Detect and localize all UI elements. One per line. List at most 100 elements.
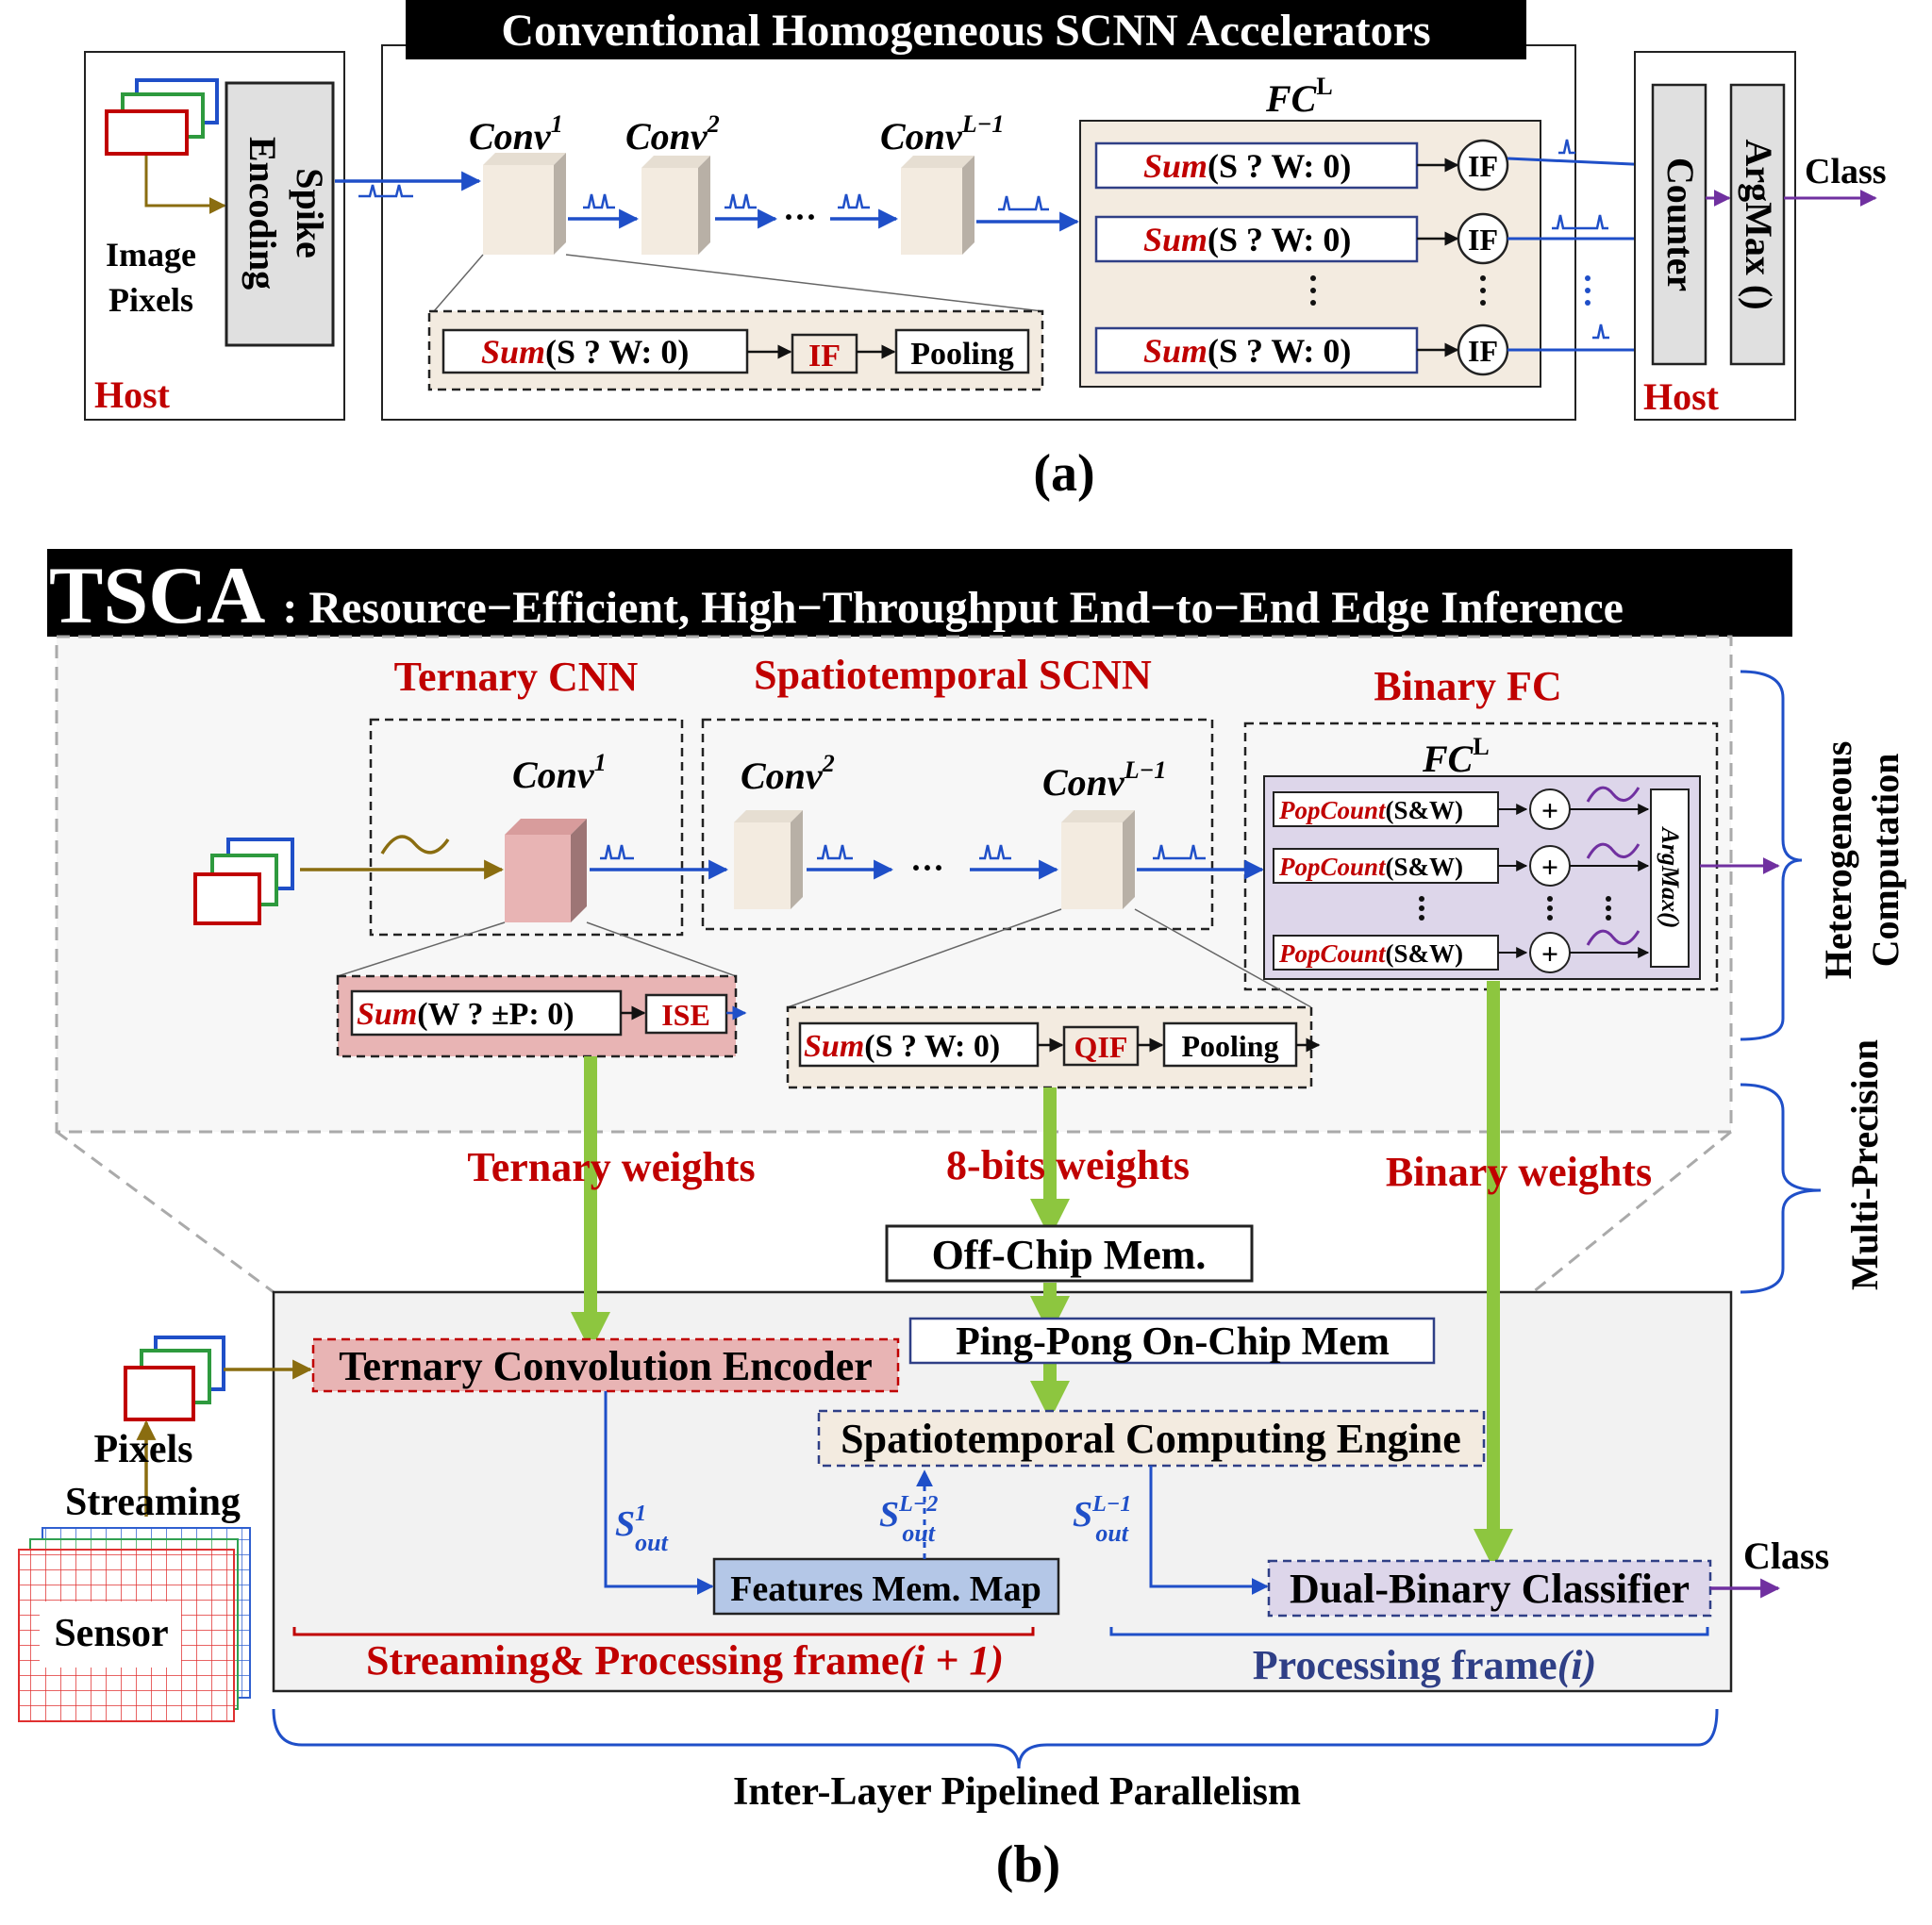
argmax-b-text: ArgMax() xyxy=(1657,826,1684,929)
fc-row-2: Sum(S ? W: 0) IF xyxy=(1094,212,1509,265)
zoom-line-b xyxy=(1134,908,1312,1008)
processing-bracket xyxy=(1109,1627,1709,1636)
fc-output-dots xyxy=(1585,275,1591,306)
ternary-weights-label: Ternary weights xyxy=(467,1144,755,1190)
class-label-a: Class xyxy=(1805,152,1887,191)
spike-encoding-box xyxy=(225,81,335,347)
inter-layer-label: Inter-Layer Pipelined Parallelism xyxy=(733,1770,1301,1814)
binary-weights-label: Binary weights xyxy=(1386,1149,1652,1195)
class-label-b: Class xyxy=(1743,1535,1829,1577)
fc-out-1 xyxy=(1507,156,1655,174)
spike-glyph xyxy=(724,193,757,209)
pingpong-box xyxy=(908,1317,1436,1365)
ternary-cnn-region xyxy=(369,718,684,937)
sensor-label: Sensor xyxy=(54,1612,168,1655)
fc-b-label: FCL xyxy=(1422,733,1490,780)
spike-encoding-line2: Encoding xyxy=(242,137,284,290)
zoom-line xyxy=(565,254,1043,312)
heterogeneous-line1: Heterogeneous xyxy=(1817,741,1859,980)
tsca-banner xyxy=(47,549,1792,637)
ternary-sum-text: Sum(W ? ±P: 0) xyxy=(357,997,575,1032)
part-a: Image Pixels Host Spike Encoding Convent… xyxy=(84,0,1887,503)
argmax-b-box xyxy=(1650,788,1690,968)
sum-text: Sum(S ? W: 0) xyxy=(481,333,689,371)
svg-text:IF: IF xyxy=(1468,334,1498,368)
convL1-b-label: ConvL−1 xyxy=(1042,756,1166,804)
svg-text:IF: IF xyxy=(1468,223,1498,257)
spatio-sum-box xyxy=(798,1021,1040,1068)
pixels-to-encoding-arrow xyxy=(144,156,226,214)
fc-row-1: Sum(S ? W: 0) IF xyxy=(1094,139,1509,191)
features-map-box xyxy=(712,1557,1060,1616)
sensor-image-icon xyxy=(124,1336,225,1421)
host-left-label: Host xyxy=(94,373,171,416)
tsca-banner-text: TSCA: Resource−Efficient, High−Throughpu… xyxy=(49,550,1624,640)
dbc-text: Dual-Binary Classifier xyxy=(1290,1566,1690,1612)
pixels-label: Pixels xyxy=(108,281,193,319)
streaming-processing-label: Streaming& Processing frame(i + 1) xyxy=(366,1637,1004,1684)
multi-precision-label: Multi-Precision xyxy=(1843,1039,1886,1290)
if-text: IF xyxy=(808,339,841,373)
spike-glyph xyxy=(583,193,615,209)
heterogeneous-brace xyxy=(1740,670,1803,1041)
pooling-b-text: Pooling xyxy=(1181,1029,1278,1063)
offchip-text: Off-Chip Mem. xyxy=(932,1232,1207,1278)
inter-layer-brace xyxy=(272,1708,1719,1769)
features-map-text: Features Mem. Map xyxy=(730,1569,1041,1609)
pingpong-text: Ping-Pong On-Chip Mem xyxy=(956,1320,1390,1364)
zoom-line xyxy=(433,254,484,312)
zoom-line-b xyxy=(787,908,1062,1008)
if-box xyxy=(791,333,858,374)
svg-text:Sum(S ? W: 0): Sum(S ? W: 0) xyxy=(1143,147,1351,185)
streaming-bracket xyxy=(292,1627,1035,1636)
tce-box xyxy=(311,1337,900,1393)
popcount-row-1: PopCount(S&W) + xyxy=(1273,786,1650,830)
ise-box xyxy=(644,993,728,1035)
svg-text:+: + xyxy=(1541,793,1558,827)
qif-box xyxy=(1062,1025,1140,1067)
spike-glyph xyxy=(838,193,870,209)
image-stack-icon xyxy=(105,78,219,156)
convL1-label: ConvL−1 xyxy=(880,110,1004,158)
conv2-block xyxy=(641,156,710,255)
accel-banner-text: Conventional Homogeneous SCNN Accelerato… xyxy=(501,6,1430,56)
svg-text:Sum(S ? W: 0): Sum(S ? W: 0) xyxy=(1143,221,1351,258)
image-label: Image xyxy=(106,236,196,274)
caption-b: (b) xyxy=(996,1835,1060,1894)
ellipsis-b: ··· xyxy=(910,849,944,887)
conv1-ternary-block xyxy=(505,819,587,922)
heterogeneous-line2: Computation xyxy=(1864,754,1907,968)
spike-glyph xyxy=(1592,324,1609,340)
zoom-line-b xyxy=(586,921,737,977)
processing-frame-label: Processing frame(i) xyxy=(1253,1642,1597,1688)
popcount-row-3: PopCount(S&W) + xyxy=(1273,929,1650,973)
sce-box xyxy=(817,1409,1486,1468)
pooling-text: Pooling xyxy=(910,337,1014,372)
offchip-box xyxy=(885,1224,1254,1283)
argmax-box xyxy=(1729,83,1786,366)
conv2-label: Conv2 xyxy=(625,110,720,158)
svg-text:Sum(S ? W: 0): Sum(S ? W: 0) xyxy=(1143,332,1351,370)
conv1-label: Conv1 xyxy=(469,110,563,158)
ise-text: ISE xyxy=(661,998,710,1032)
tce-to-features-arrow xyxy=(604,1391,714,1595)
ellipsis-a: ··· xyxy=(783,198,817,236)
sce-text: Spatiotemporal Computing Engine xyxy=(841,1416,1461,1462)
spike-glyph xyxy=(1153,844,1206,860)
spike-glyph xyxy=(998,195,1049,211)
binary-fc-title: Binary FC xyxy=(1374,663,1561,709)
spatio-sum-text: Sum(S ? W: 0) xyxy=(804,1029,1000,1064)
pixels-label-b: Pixels xyxy=(94,1428,193,1471)
dbc-box xyxy=(1267,1559,1712,1618)
conv2-b-block xyxy=(734,810,803,909)
svg-text:+: + xyxy=(1541,850,1558,884)
svg-text:PopCount(S&W): PopCount(S&W) xyxy=(1278,853,1463,881)
part-b: TSCA: Resource−Efficient, High−Throughpu… xyxy=(18,549,1907,1894)
convL1-b-block xyxy=(1061,810,1135,909)
analog-wave-icon xyxy=(380,835,450,855)
conv2-b-label: Conv2 xyxy=(741,750,835,797)
